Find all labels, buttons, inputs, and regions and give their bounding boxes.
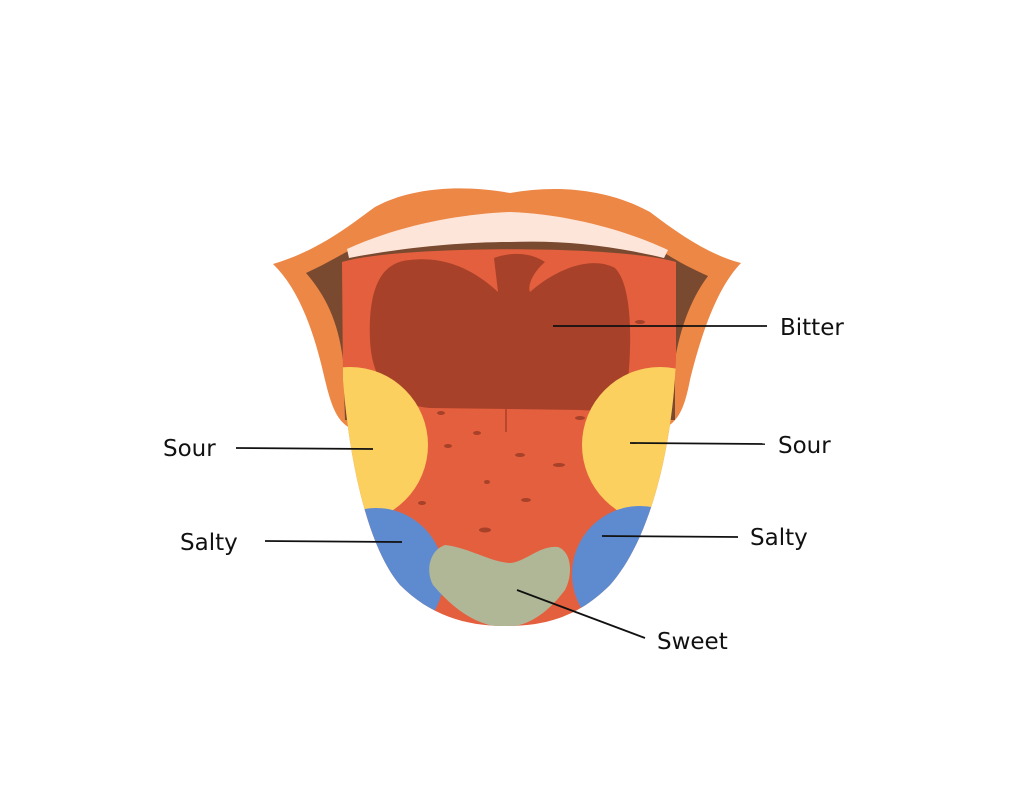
sweet-pointer [516,589,646,639]
label-sweet: Sweet [657,629,728,655]
label-salty-left: Salty [180,530,238,556]
label-salty-right: Salty [750,525,808,551]
sour-region-right [582,367,676,523]
label-sour-right: Sour [778,433,831,459]
label-sour-left: Sour [163,436,216,462]
sour-right-pointer [629,442,766,445]
bitter-region [369,253,631,411]
label-bitter: Bitter [780,315,844,341]
sour-region-left [342,367,428,523]
salty-right-pointer [601,535,739,538]
salty-left-pointer [264,540,403,543]
salty-region-right [572,506,676,626]
sour-left-pointer [235,447,374,450]
teeth [347,212,668,258]
tongue-papillae [418,320,645,533]
sweet-region [429,545,570,626]
salty-region-left [342,508,444,626]
